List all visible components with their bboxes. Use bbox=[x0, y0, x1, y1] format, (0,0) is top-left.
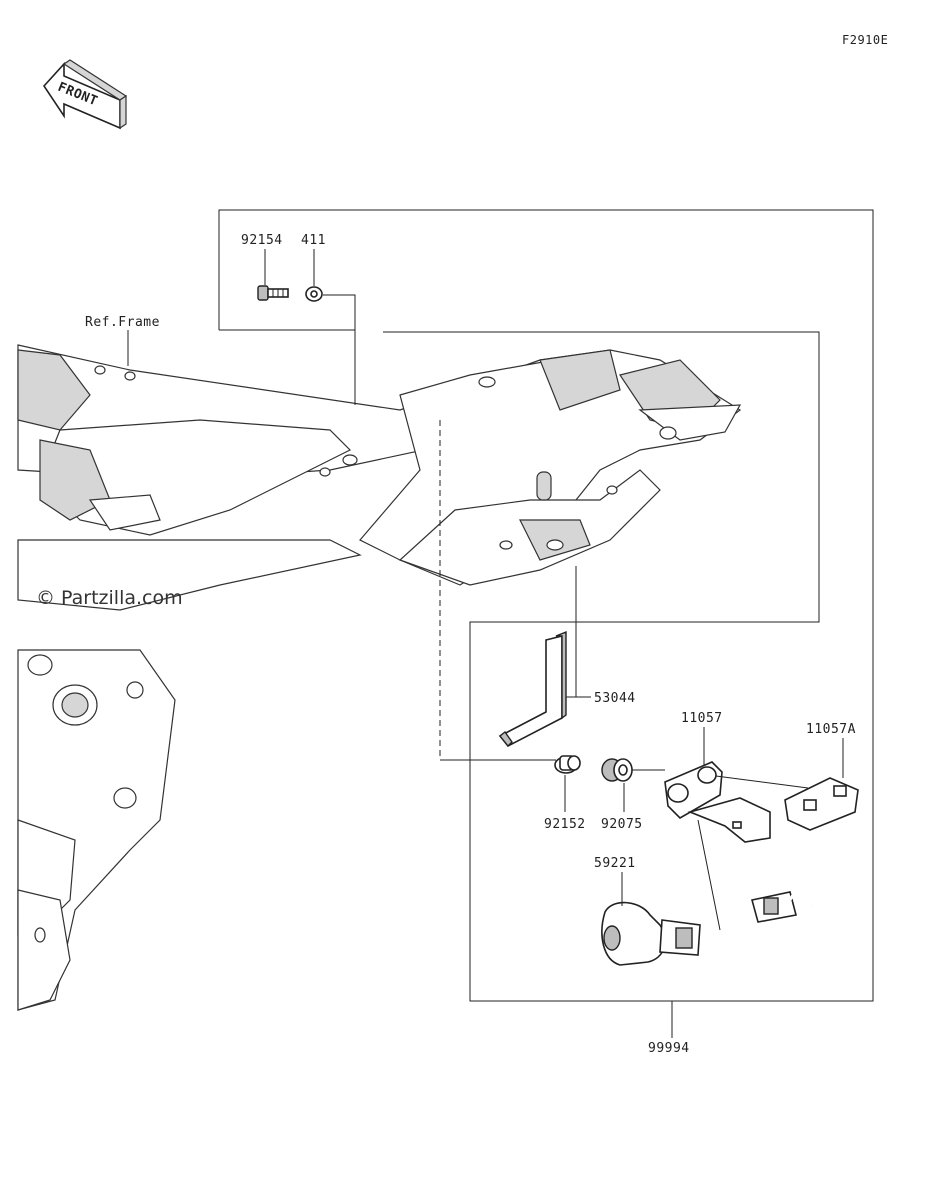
washer-411 bbox=[305, 286, 323, 302]
grommet-92075 bbox=[601, 758, 633, 782]
label-92152: 92152 bbox=[544, 817, 586, 832]
label-411: 411 bbox=[301, 233, 326, 248]
label-92075: 92075 bbox=[601, 817, 643, 832]
label-92154: 92154 bbox=[241, 233, 283, 248]
label-59221: 59221 bbox=[594, 856, 636, 871]
motorcycle-frame bbox=[17, 344, 742, 1011]
label-53044: 53044 bbox=[594, 691, 636, 706]
bracket-11057 bbox=[664, 761, 771, 843]
collar-92152 bbox=[554, 755, 581, 774]
bolt-92154 bbox=[257, 285, 289, 301]
figure-code: F2910E bbox=[842, 33, 888, 47]
watermark: © Partzilla.com bbox=[36, 587, 183, 609]
sensor-59221 bbox=[601, 885, 816, 975]
label-11057: 11057 bbox=[681, 711, 723, 726]
label-11057A: 11057A bbox=[806, 722, 856, 737]
hex-wrench-53044 bbox=[498, 630, 567, 748]
front-arrow-icon: FRONT bbox=[42, 59, 128, 130]
clip-11057A bbox=[784, 777, 859, 831]
kit-outline bbox=[218, 209, 874, 1002]
ref-frame-label: Ref.Frame bbox=[85, 315, 160, 330]
label-99994: 99994 bbox=[648, 1041, 690, 1056]
